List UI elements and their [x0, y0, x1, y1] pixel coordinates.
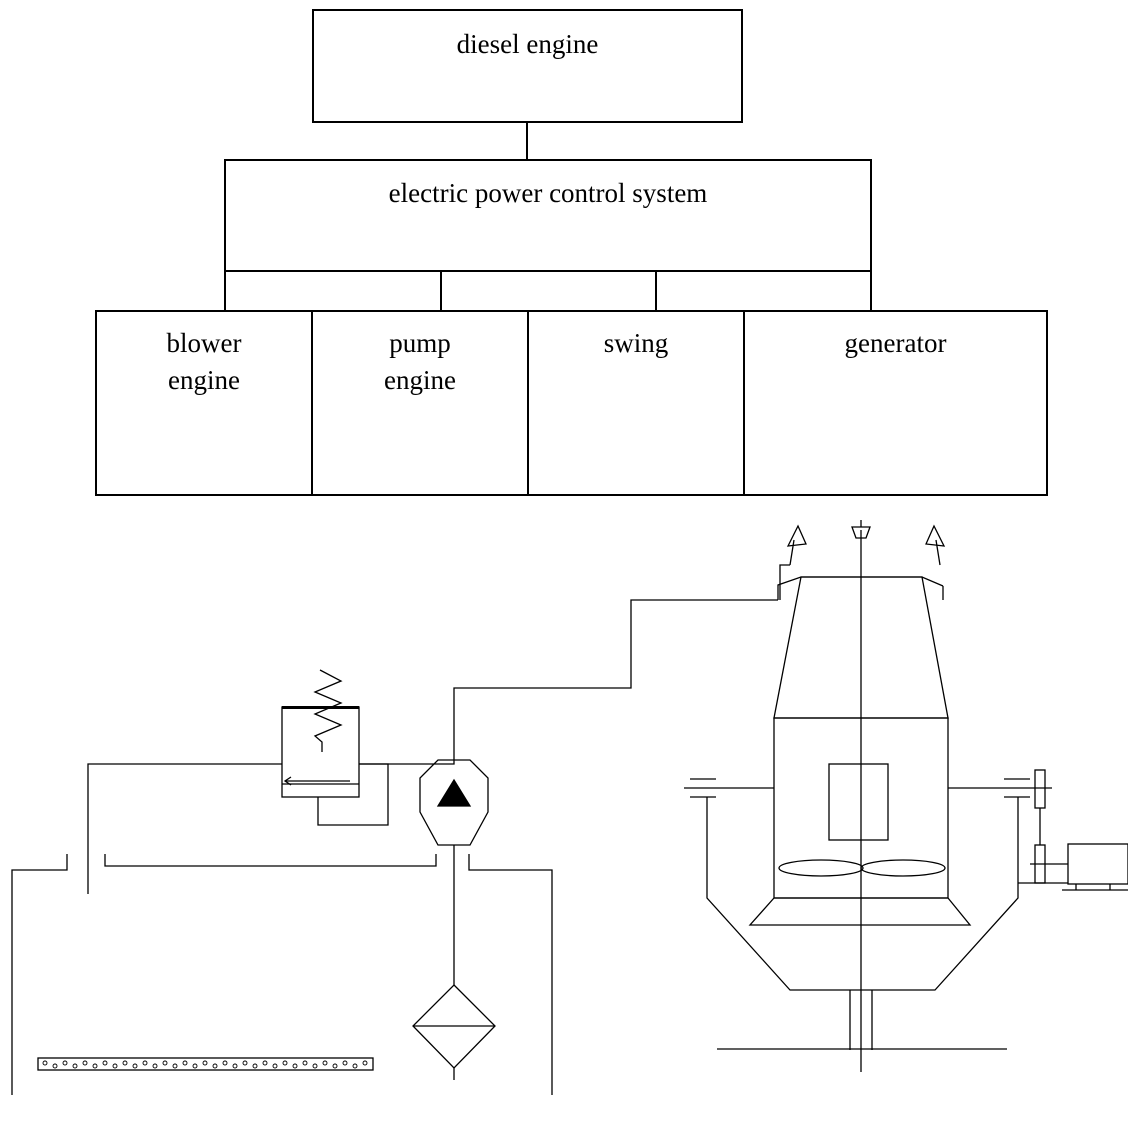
- swing-box: [527, 310, 745, 496]
- hydraulic-pump-icon: [419, 759, 489, 985]
- pump-engine-label-line2: engine: [384, 365, 456, 395]
- diesel-engine-label: diesel engine: [456, 29, 599, 59]
- main-hydraulic-line: [87, 763, 282, 894]
- control-system-label: electric power control system: [388, 178, 708, 208]
- generator-box: [743, 310, 1048, 496]
- control-system-box: [224, 159, 872, 272]
- blower-engine-box: [95, 310, 313, 496]
- pump-engine-label-line1: pump: [389, 328, 451, 358]
- generator-label: generator: [844, 328, 947, 358]
- tank-icon: [11, 854, 553, 1095]
- blower-engine-label-line1: blower: [166, 328, 242, 358]
- blower-engine-label-line2: engine: [168, 365, 240, 395]
- diesel-engine-box: [312, 9, 743, 123]
- relief-valve-icon: [281, 669, 389, 826]
- filter-icon: [412, 984, 496, 1080]
- pressure-line: [359, 599, 778, 765]
- connector-engine-control: [526, 123, 528, 160]
- swing-label: swing: [603, 328, 669, 358]
- connector-control-pump: [440, 271, 442, 311]
- vessel-icon: [684, 520, 1128, 1072]
- connector-control-swing: [655, 271, 657, 311]
- connector-control-blower: [224, 271, 226, 311]
- pump-engine-box: [311, 310, 529, 496]
- connector-control-generator: [870, 271, 872, 311]
